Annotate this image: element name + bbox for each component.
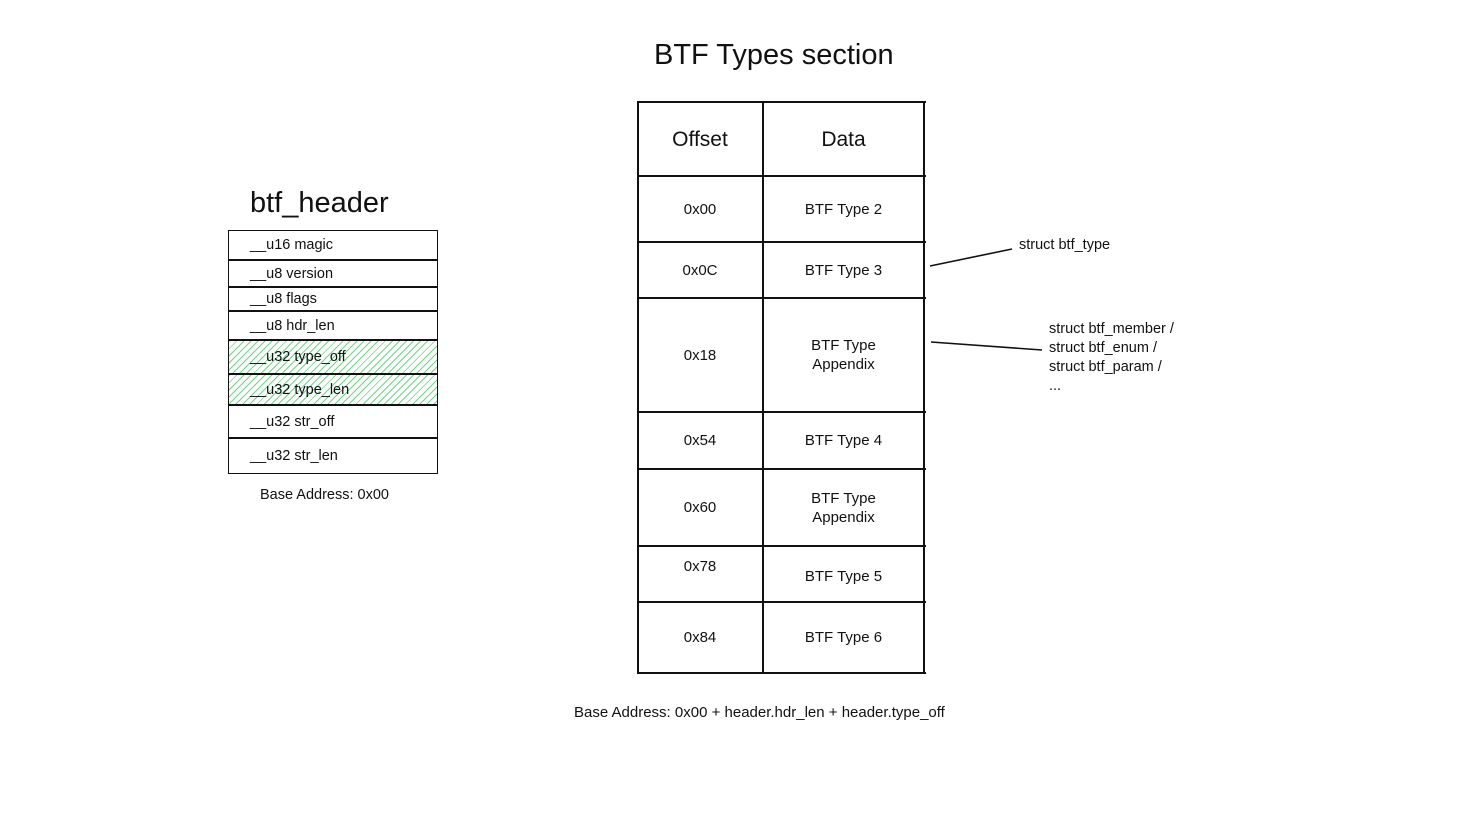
table-row-data: BTF Type 6 (804, 629, 883, 646)
header-field-label: __u16 magic (250, 237, 334, 253)
types-base-address: Base Address: 0x00 + header.hdr_len + he… (574, 704, 945, 721)
table-grid-line (637, 468, 926, 470)
table-grid-line (637, 672, 926, 674)
table-row-data: BTF Type 5 (804, 567, 883, 585)
header-base-address: Base Address: 0x00 (260, 487, 389, 503)
table-grid-line (637, 545, 926, 547)
btf-header-struct: __u16 magic __u8 version __u8 flags __u8 hd… (228, 230, 438, 474)
table-grid-line (637, 241, 926, 243)
table-grid-line (637, 297, 926, 299)
table-row-data: BTF Type 3 (804, 261, 883, 279)
table-row-offset: 0x78 (683, 557, 717, 575)
table-row-data: BTF Type Appendix (811, 337, 876, 373)
table-row-offset: 0x60 (683, 499, 717, 516)
annotation-btf-appendix: struct btf_member / struct btf_enum / st… (1049, 321, 1174, 394)
connector-line-btf-type (929, 248, 1013, 267)
header-field: __u8 flags (228, 287, 438, 311)
table-grid-line (637, 101, 926, 103)
header-field: __u32 str_off (228, 405, 438, 438)
header-field: __u32 type_len (228, 374, 438, 405)
header-field: __u32 type_off (228, 340, 438, 374)
table-row-data: BTF Type Appendix (811, 489, 876, 526)
types-section-title: BTF Types section (654, 39, 894, 71)
table-grid-line (637, 601, 926, 603)
annotation-btf-type: struct btf_type (1019, 237, 1111, 253)
table-row-offset: 0x0C (682, 261, 718, 279)
header-field: __u32 str_len (228, 438, 438, 474)
table-row-offset: 0x84 (683, 629, 717, 646)
table-row-data: BTF Type 4 (804, 432, 883, 449)
table-row-offset: 0x54 (683, 432, 717, 449)
header-field-label: __u32 str_off (250, 413, 335, 430)
header-field-label: __u8 flags (250, 291, 317, 307)
types-section-table: Offset Data 0x00 BTF Type 2 0x0C BTF Type 3… (637, 101, 926, 674)
data-column-header: Data (821, 127, 866, 151)
header-field-label: __u32 type_len (250, 381, 350, 398)
table-grid-line (637, 102, 639, 674)
table-row-offset: 0x18 (683, 346, 717, 364)
table-grid-line (637, 175, 926, 177)
header-field-label: __u8 version (250, 265, 334, 282)
header-field: __u8 version (228, 260, 438, 287)
header-field-label: __u32 type_off (250, 349, 346, 365)
table-grid-line (923, 102, 925, 674)
connector-line-appendix (930, 341, 1043, 351)
offset-column-header: Offset (672, 127, 728, 151)
header-field-label: __u32 str_len (250, 448, 338, 464)
header-field-label: __u8 hdr_len (250, 317, 335, 334)
table-grid-line (637, 411, 926, 413)
btf-header-title: btf_header (250, 187, 389, 219)
header-field: __u16 magic (228, 230, 438, 260)
header-field: __u8 hdr_len (228, 311, 438, 340)
table-grid-line (762, 102, 764, 674)
table-row-data: BTF Type 2 (804, 200, 883, 218)
table-row-offset: 0x00 (683, 200, 717, 218)
